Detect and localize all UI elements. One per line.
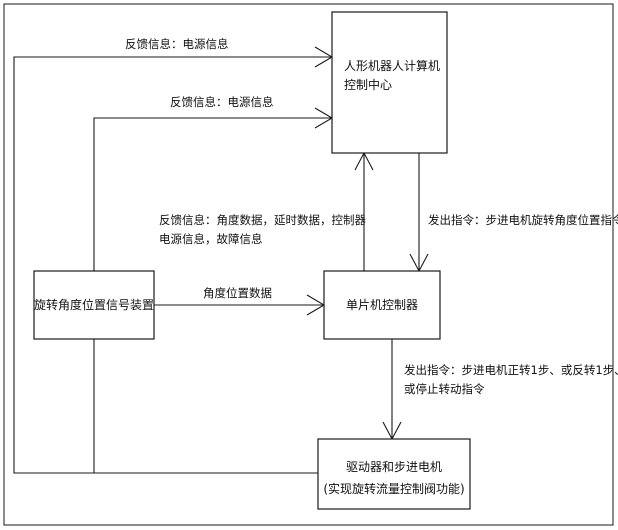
inner-feedback-label: 反馈信息：电源信息 <box>170 95 274 109</box>
driver-label-line2: (实现旋转流量控制阀功能) <box>323 481 464 496</box>
edge-inner-feedback <box>93 117 332 271</box>
node-sensor: 旋转角度位置信号装置 <box>33 270 155 340</box>
diagram-frame <box>3 3 614 526</box>
outer-feedback-label: 反馈信息：电源信息 <box>125 37 229 51</box>
control-center-label-line2: 控制中心 <box>344 77 392 92</box>
control-center-label-line1: 人形机器人计算机 <box>344 58 440 73</box>
center-command-label: 发出指令：步进电机旋转角度位置指令 <box>428 213 618 227</box>
angle-data-label: 角度位置数据 <box>203 286 272 300</box>
mcu-feedback-label-line2: 电源信息，故障信息 <box>159 232 263 246</box>
sensor-label: 旋转角度位置信号装置 <box>34 297 154 312</box>
driver-label-line1: 驱动器和步进电机 <box>346 460 442 474</box>
mcu-command-label-line1: 发出指令：步进电机正转1步、或反转1步、 <box>404 363 618 377</box>
edge-outer-feedback <box>13 56 332 474</box>
mcu-label: 单片机控制器 <box>346 298 418 312</box>
node-driver: 驱动器和步进电机 (实现旋转流量控制阀功能) <box>317 438 471 510</box>
mcu-command-label-line2: 或停止转动指令 <box>404 382 485 396</box>
node-control-center: 人形机器人计算机 控制中心 <box>331 11 448 154</box>
mcu-feedback-label-line1: 反馈信息：角度数据，延时数据，控制器 <box>159 213 366 227</box>
node-mcu: 单片机控制器 <box>323 270 441 340</box>
